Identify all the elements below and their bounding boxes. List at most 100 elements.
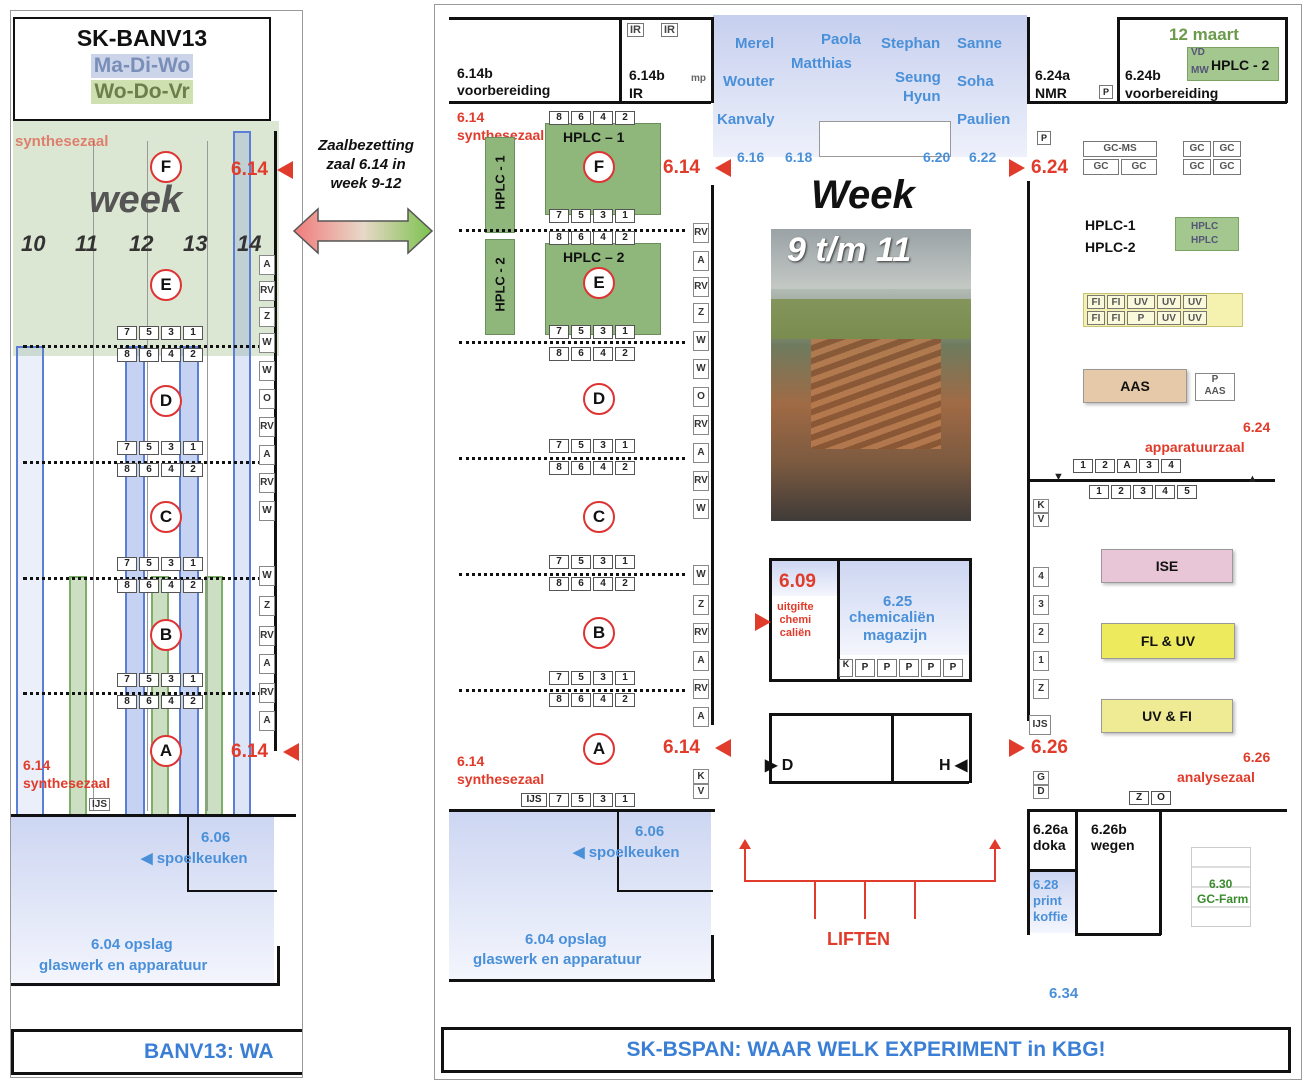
side-cell: D	[1033, 785, 1049, 799]
dh-wall	[769, 781, 969, 784]
gc-farm-area	[1191, 847, 1251, 927]
side-cell: W	[693, 499, 709, 519]
bench-cell: 4	[593, 347, 613, 361]
bench-cell: 8	[549, 111, 569, 125]
d-label-text: D	[781, 757, 794, 774]
bench-cell: 5	[571, 793, 591, 807]
right-room-wall	[1027, 101, 1287, 104]
room-614b-divider	[711, 17, 714, 103]
room-614b-ir-label: IR	[629, 85, 643, 101]
office-door-box	[819, 121, 951, 157]
liften-label: LIFTEN	[827, 929, 890, 949]
zone-divider	[459, 457, 685, 460]
synthesezaal-label-top: synthesezaal	[457, 127, 545, 143]
date-label: 12 maart	[1169, 25, 1239, 44]
side-cell: V	[1033, 513, 1049, 527]
room-614b-ir-num: 6.14b	[629, 67, 665, 83]
course-code-title: SK-BANV13	[76, 25, 208, 51]
bench-cell: 4	[161, 348, 181, 362]
room-609-wall	[769, 558, 969, 561]
row-cell: 2	[1111, 485, 1131, 499]
fi-cell: FI	[1087, 295, 1105, 309]
row-cell: 1	[1089, 485, 1109, 499]
room-606-label: 6.06	[635, 823, 665, 840]
ise-equipment: ISE	[1101, 549, 1233, 583]
side-cell: A	[259, 654, 275, 674]
bench-cell: 7	[549, 209, 569, 223]
office-name: Sanne	[957, 35, 1003, 52]
right-top-wall	[1117, 17, 1287, 20]
left-bottom-banner: BANV13: WA	[11, 1029, 302, 1075]
bench-row-bottom: 8 6 4 2	[549, 693, 635, 707]
side-cell: Z	[1033, 679, 1049, 699]
bench-row-top: 7 5 3 1	[117, 326, 203, 340]
room-609-wall	[969, 558, 972, 682]
office-number: 6.18	[785, 149, 813, 165]
bench-cell: 4	[593, 461, 613, 475]
bench-cell: 6	[571, 111, 591, 125]
right-bottom-banner-text: SK-BSPAN: WAAR WELK EXPERIMENT in KBG!	[626, 1038, 1106, 1061]
photo-frame-beam	[771, 229, 971, 289]
spoelkeuken-room	[11, 817, 274, 987]
side-cell: RV	[693, 277, 709, 297]
row-cell: 1	[1073, 459, 1093, 473]
aas-label: AAS	[1120, 378, 1150, 394]
office-name: Stephan	[881, 35, 941, 52]
week-number: 14	[237, 231, 262, 256]
uv-fi-equipment: UV & FI	[1101, 699, 1233, 733]
chemicalien-label: chemicaliën	[849, 609, 935, 626]
bench-cell: 8	[117, 579, 137, 593]
right-wall	[274, 131, 277, 751]
side-cell: RV	[693, 679, 709, 699]
hplc-cluster-zone	[1175, 217, 1239, 251]
wegen-label: wegen	[1091, 837, 1135, 853]
p-cell: P	[1099, 85, 1113, 99]
bench-cell: 3	[161, 673, 181, 687]
side-cell: RV	[693, 623, 709, 643]
side-cell: RV	[259, 626, 275, 646]
side-cell: RV	[693, 415, 709, 435]
side-cell: A	[259, 445, 275, 465]
synthesezaal-right-wall	[711, 185, 714, 725]
o-cell: O	[1151, 791, 1171, 805]
room-626a-bottom	[1027, 869, 1077, 872]
side-cell: Z	[693, 303, 709, 323]
right-room-wall	[1027, 17, 1030, 103]
bench-cell: 6	[571, 231, 591, 245]
side-cell: W	[693, 331, 709, 351]
office-name: Seung	[895, 69, 941, 86]
corridor-wall	[449, 809, 715, 812]
zone-circle-f: F	[150, 151, 182, 183]
room-614b-wall	[449, 101, 711, 104]
opslag-label: 6.04 opslag	[525, 931, 607, 948]
bench-cell: 1	[615, 793, 635, 807]
bench-cell: 4	[593, 693, 613, 707]
bench-cell: 8	[549, 347, 569, 361]
d-label: ▶ D	[765, 757, 794, 774]
analysezaal-num: 6.26	[1243, 749, 1271, 765]
p-cell: P	[943, 659, 963, 677]
bench-row-bottom: 8 6 4 2	[549, 347, 635, 361]
gc-cell: GC	[1083, 159, 1119, 175]
entrance-arrow	[1009, 739, 1025, 757]
bench-cell: 7	[117, 557, 137, 571]
dh-divider	[891, 713, 894, 783]
bench-cell: 3	[593, 793, 613, 807]
bench-cell: 3	[161, 441, 181, 455]
zone-divider	[23, 461, 275, 464]
bench-cell: 5	[139, 673, 159, 687]
lift-arrows-icon	[739, 839, 1001, 919]
vd-label: VD	[1191, 47, 1205, 58]
gc-cell: GC	[1213, 141, 1241, 157]
bench-row-bottom: 8 6 4 2	[117, 348, 203, 362]
occupancy-note: Zaalbezetting zaal 6.14 in week 9-12	[306, 136, 426, 193]
zone-circle-e: E	[583, 267, 615, 299]
week-label: week	[89, 179, 182, 221]
synthesezaal-num-bottom: 6.14	[23, 757, 51, 773]
room-628-label: 6.28	[1033, 877, 1059, 892]
fi-cell: FI	[1107, 295, 1125, 309]
spoelkeuken-text: spoelkeuken	[156, 850, 248, 867]
gc-ms-cell: GC-MS	[1083, 141, 1157, 157]
room-614b-prep-num: 6.14b	[457, 65, 493, 81]
bench-cell: 4	[161, 579, 181, 593]
